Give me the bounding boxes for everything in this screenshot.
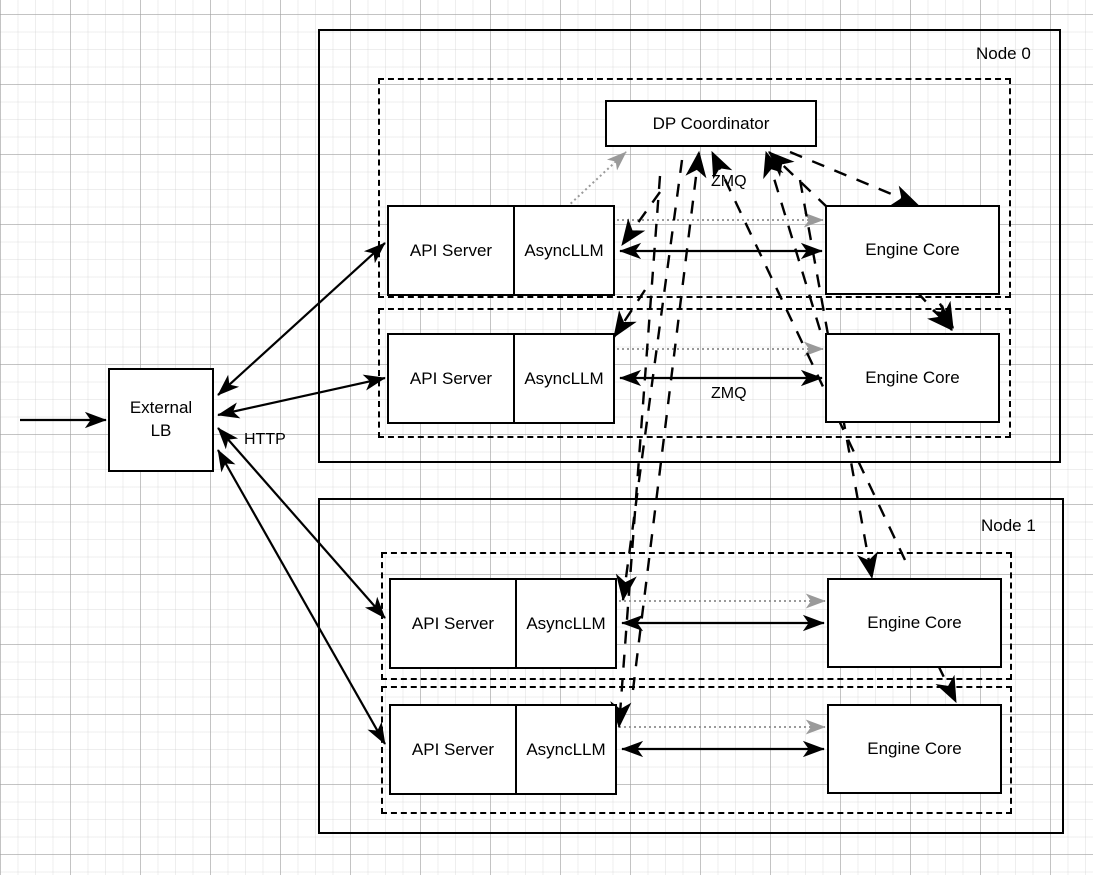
api-server-label: API Server	[411, 613, 495, 633]
async-llm-label: AsyncLLM	[513, 207, 613, 294]
node-0-group-2-engine-core: Engine Core	[825, 333, 1000, 423]
node-0-container	[318, 29, 1061, 463]
async-llm-label: AsyncLLM	[515, 706, 615, 793]
async-llm-label: AsyncLLM	[515, 580, 615, 667]
zmq-label-node0-group2: ZMQ	[711, 385, 747, 402]
edge-n1-engine1-to-engine2	[935, 664, 958, 704]
node-1-group-1	[381, 552, 1012, 680]
node-0-group-2	[378, 308, 1011, 438]
node-1-group-2	[381, 686, 1012, 814]
edge-n0g1-dotted-to-coordinator	[566, 151, 627, 208]
node-1-group-2-engine-core: Engine Core	[827, 704, 1002, 794]
edge-coordinator-n1-engine1	[710, 150, 907, 561]
edge-coordinator-n0-engine2	[763, 150, 822, 331]
node-0-group-2-api-server-box: API Server AsyncLLM	[387, 333, 615, 424]
node-0-group-1-engine-core: Engine Core	[825, 205, 1000, 295]
node-1-container	[318, 498, 1064, 834]
external-lb-line-1: External	[129, 398, 193, 418]
node-1-group-2-api-server-box: API Server AsyncLLM	[389, 704, 617, 795]
dp-coordinator-box: DP Coordinator	[605, 100, 817, 147]
edge-lb-node1-api2	[217, 449, 386, 745]
node-1-group-1-engine-core: Engine Core	[827, 578, 1002, 668]
node-0-group-1	[378, 78, 1011, 298]
edge-coordinator-n1-engine2	[631, 150, 707, 691]
async-llm-label: AsyncLLM	[513, 335, 613, 422]
node-1-label: Node 1	[981, 516, 1036, 535]
zmq-label-node0-group1: ZMQ	[711, 173, 747, 190]
api-server-label: API Server	[411, 739, 495, 759]
edge-coordinator-to-n1-asyncllm1	[615, 159, 684, 602]
node-0-label: Node 0	[976, 44, 1031, 63]
edge-lb-node0-api2	[217, 374, 386, 419]
edge-coordinator-to-n0-asyncllm1	[621, 191, 661, 246]
node-1-group-1-api-server-box: API Server AsyncLLM	[389, 578, 617, 669]
http-label: HTTP	[244, 431, 286, 448]
external-lb-line-2: LB	[150, 421, 172, 440]
api-server-label: API Server	[409, 368, 493, 388]
edge-coordinator-to-n1-asyncllm2	[610, 175, 662, 729]
external-lb-box: External LB	[108, 368, 214, 472]
edge-lb-node0-api1	[217, 242, 386, 396]
api-server-label: API Server	[409, 240, 493, 260]
node-0-group-1-api-server-box: API Server AsyncLLM	[387, 205, 615, 296]
edge-n0-engine1-to-engine2	[916, 291, 953, 331]
